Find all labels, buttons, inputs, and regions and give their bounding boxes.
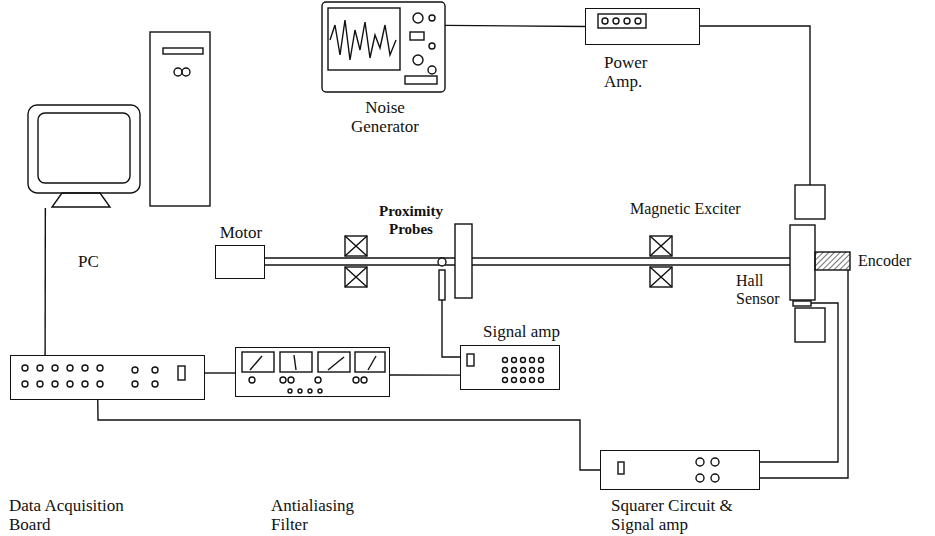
device-label: Signal amp: [483, 322, 583, 341]
encoder-label: Encoder: [858, 252, 930, 270]
cable-line: [445, 25, 585, 26]
hall-sensor-label: Hall Sensor: [736, 272, 788, 308]
device-label: Antialiasing Filter: [271, 496, 381, 534]
device-label: Noise Generator: [340, 98, 430, 136]
cable-line: [390, 374, 460, 376]
data-acquisition-board: Data Acquisition Board: [10, 355, 205, 400]
probe-label: Proximity Probes: [372, 202, 450, 238]
signal-amp: Signal amp: [460, 345, 560, 390]
power-amp: Power Amp.: [585, 8, 700, 45]
device-label: Data Acquisition Board: [9, 496, 159, 534]
cable-line: [98, 400, 600, 470]
cable-line: [205, 372, 235, 373]
noise-generator: Noise Generator: [322, 2, 445, 92]
antialiasing-filter: Antialiasing Filter: [235, 347, 390, 397]
device-label: Squarer Circuit & Signal amp: [611, 496, 771, 534]
device-label: Motor: [211, 223, 271, 242]
squarer-circuit: Squarer Circuit & Signal amp: [600, 450, 760, 490]
pc-computer: PC: [20, 30, 215, 208]
device-label: Power Amp.: [604, 53, 674, 91]
cable-line: [44, 208, 46, 355]
motor-box: Motor: [215, 245, 265, 279]
exciter-label: Magnetic Exciter: [630, 200, 780, 218]
device-label: PC: [78, 252, 118, 271]
